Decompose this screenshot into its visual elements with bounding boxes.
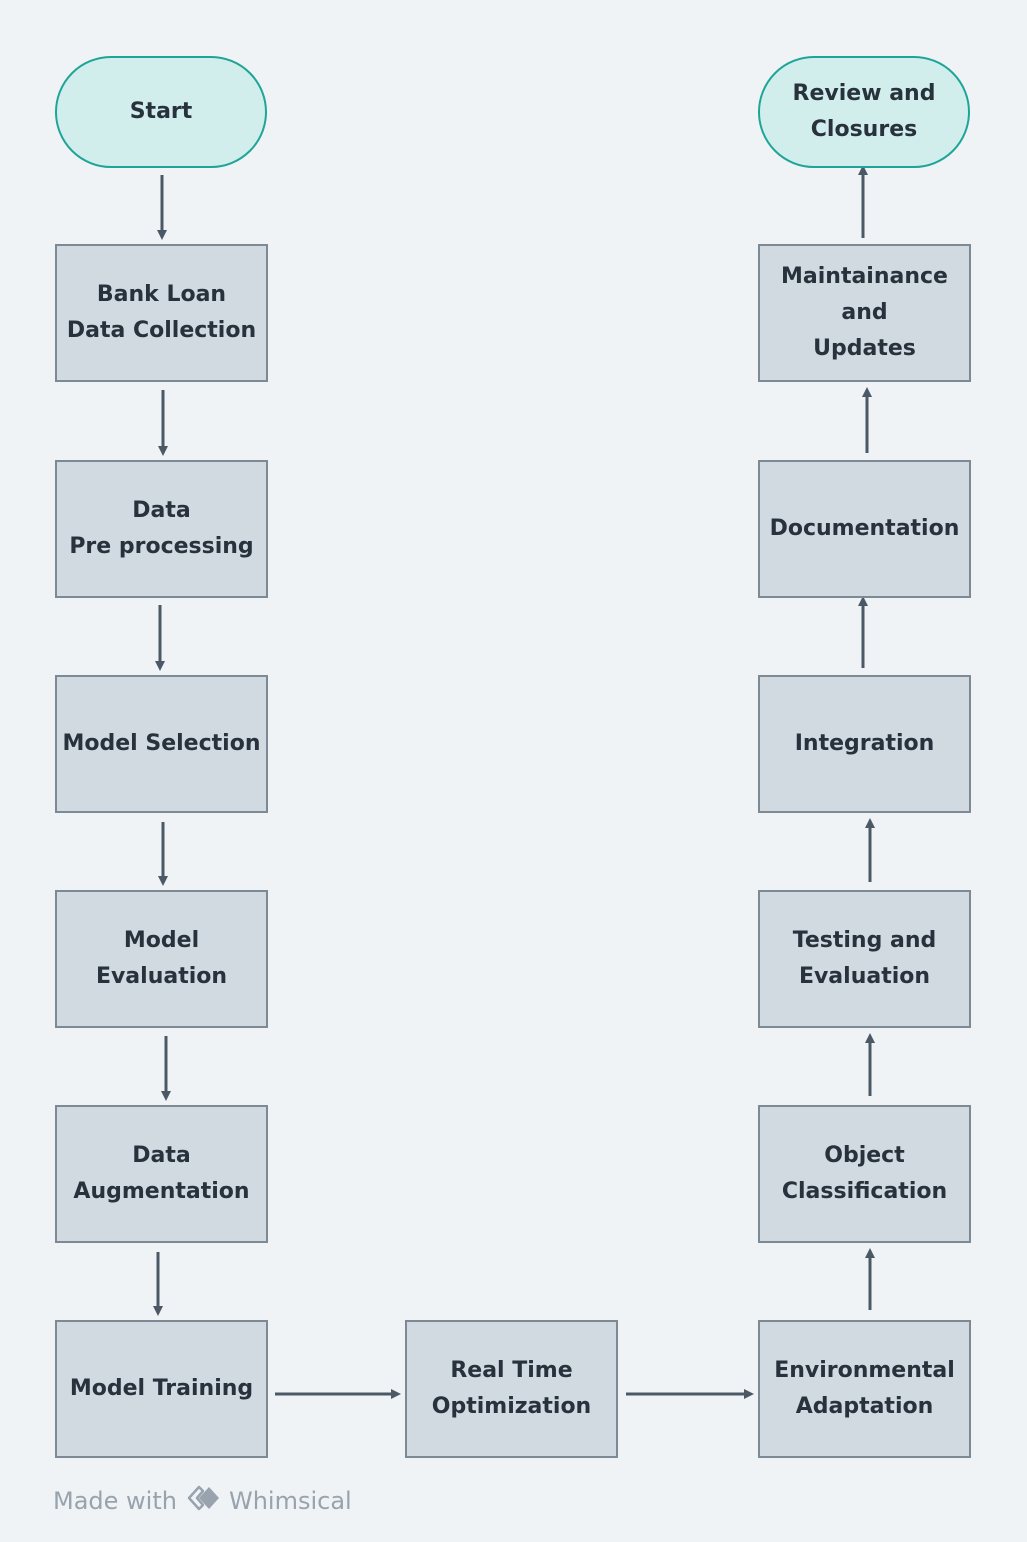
real-time-optimization-node[interactable]: Real Time Optimization (405, 1320, 618, 1458)
model-selection-node[interactable]: Model Selection (55, 675, 268, 813)
start-node-label: Start (129, 99, 193, 124)
data-augmentation-node[interactable]: Data Augmentation (55, 1105, 268, 1243)
model-evaluation-label: Model Evaluation (95, 928, 228, 989)
object-classification-node[interactable]: Object Classification (758, 1105, 971, 1243)
maintenance-updates-node[interactable]: Maintainance and Updates (758, 244, 971, 382)
review-closures-node[interactable]: Review and Closures (758, 56, 970, 168)
model-evaluation-node[interactable]: Model Evaluation (55, 890, 268, 1028)
data-augmentation-label: Data Augmentation (73, 1143, 250, 1204)
model-training-node[interactable]: Model Training (55, 1320, 268, 1458)
data-preprocessing-label: Data Pre processing (69, 498, 254, 559)
model-selection-label: Model Selection (62, 731, 261, 756)
environmental-adaptation-label: Environmental Adaptation (774, 1358, 955, 1419)
whimsical-logo-icon (187, 1485, 223, 1517)
maintenance-updates-label: Maintainance and Updates (781, 264, 948, 361)
environmental-adaptation-node[interactable]: Environmental Adaptation (758, 1320, 971, 1458)
made-with-text: Made with (53, 1487, 177, 1515)
testing-evaluation-node[interactable]: Testing and Evaluation (758, 890, 971, 1028)
object-classification-label: Object Classification (781, 1143, 948, 1204)
whimsical-brand-text: Whimsical (228, 1487, 352, 1515)
testing-evaluation-label: Testing and Evaluation (792, 928, 937, 989)
model-training-label: Model Training (69, 1376, 254, 1401)
start-node[interactable]: Start (55, 56, 267, 168)
real-time-optimization-label: Real Time Optimization (431, 1358, 592, 1419)
bank-loan-data-collection-node[interactable]: Bank Loan Data Collection (55, 244, 268, 382)
integration-node[interactable]: Integration (758, 675, 971, 813)
data-preprocessing-node[interactable]: Data Pre processing (55, 460, 268, 598)
documentation-label: Documentation (769, 516, 960, 541)
bank-loan-data-collection-label: Bank Loan Data Collection (66, 282, 257, 343)
made-with-whimsical-watermark[interactable]: Made with Whimsical (53, 1484, 352, 1518)
review-closures-label: Review and Closures (792, 81, 936, 142)
integration-label: Integration (794, 731, 935, 756)
documentation-node[interactable]: Documentation (758, 460, 971, 598)
